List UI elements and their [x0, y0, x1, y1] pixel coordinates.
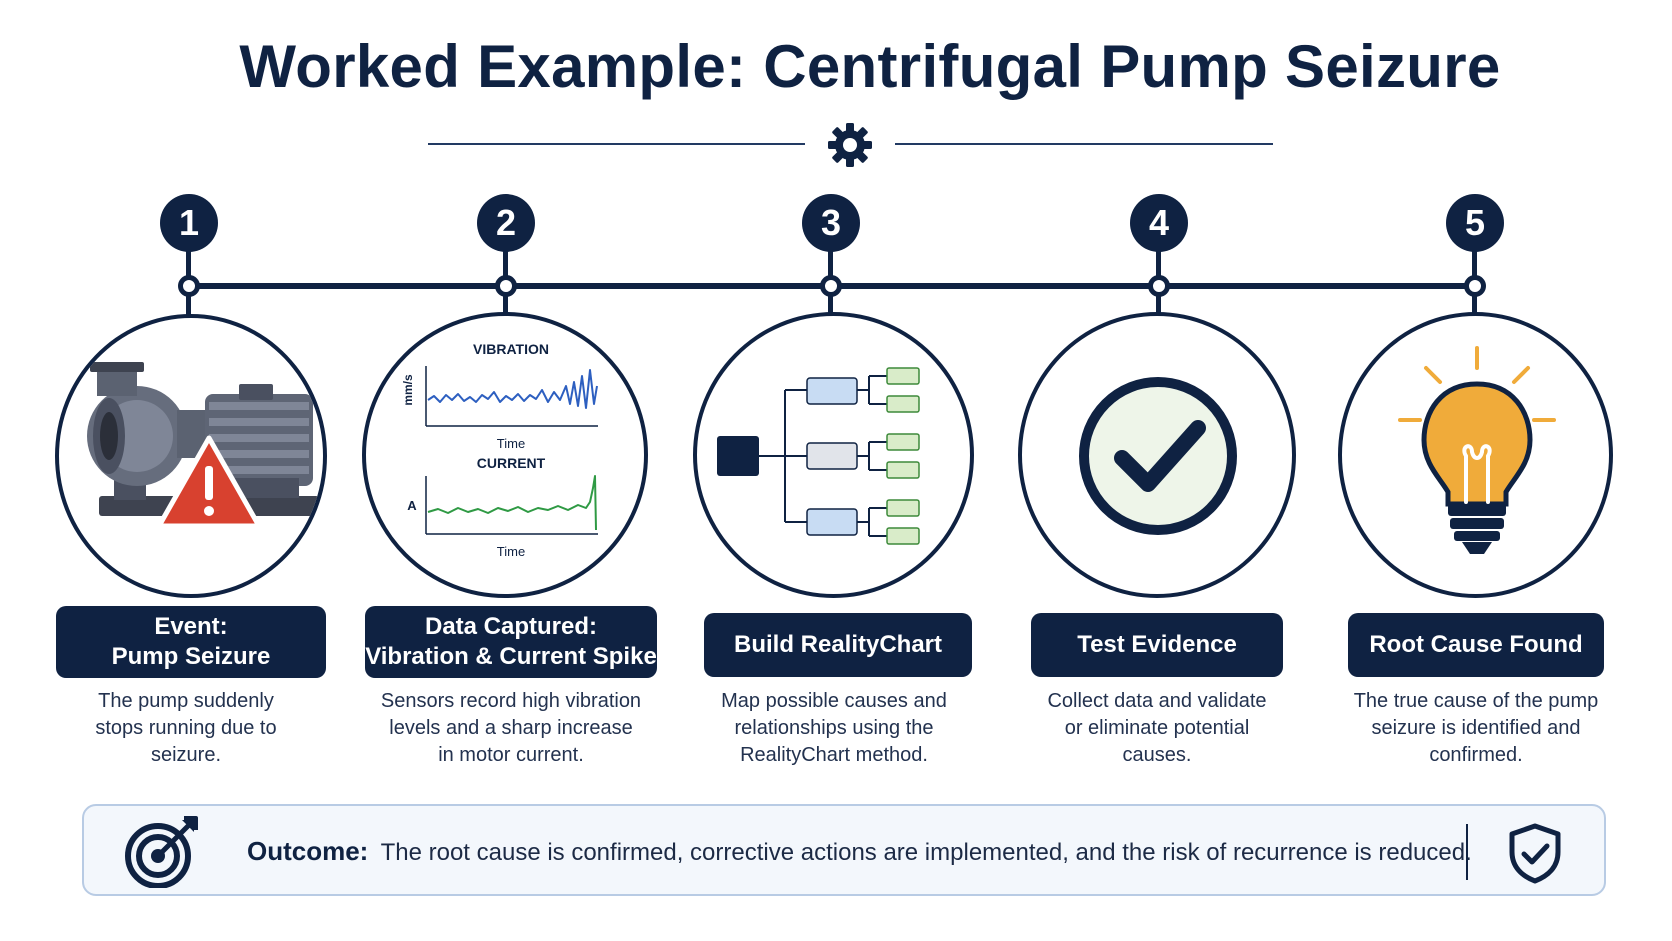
step-4-connector: [1156, 250, 1161, 285]
outcome-banner: Outcome: The root cause is confirmed, co…: [82, 804, 1606, 896]
step-5-description-line: confirmed.: [1429, 744, 1523, 766]
step-1-connector-lower: [186, 296, 191, 316]
current-x-label: Time: [497, 544, 525, 559]
step-1-description-line: The pump suddenly: [98, 690, 274, 712]
step-2-connector-lower: [503, 296, 508, 314]
vibration-unit-label: mm/s: [401, 374, 415, 406]
step-2-badge: 2: [477, 194, 535, 252]
shield-check-icon: [1509, 823, 1561, 884]
step-2-label-line1: Data Captured:: [424, 613, 598, 640]
step-4-node: [1148, 275, 1170, 297]
step-2-label: Data Captured: Vibration & Current Spike: [365, 606, 657, 678]
step-5-connector-lower: [1472, 296, 1477, 314]
step-3-description-line: Map possible causes and: [721, 690, 947, 712]
step-1-description-line: stops running due to: [95, 717, 277, 739]
current-series-line: [427, 475, 597, 531]
step-5-label: Root Cause Found: [1348, 613, 1604, 677]
lightbulb-icon: [1398, 346, 1556, 554]
step-5-description-line: seizure is identified and: [1371, 717, 1581, 739]
step-3-badge: 3: [802, 194, 860, 252]
cause-tree-icon: [717, 367, 920, 545]
page-title: Worked Example: Centrifugal Pump Seizure: [239, 33, 1501, 100]
step-1-label-line1: Event:: [154, 613, 228, 640]
checkmark-icon: [1079, 377, 1237, 535]
step-5-connector: [1472, 250, 1477, 285]
step-2-label-line2: Vibration & Current Spike: [365, 643, 657, 670]
step-4-badge: 4: [1130, 194, 1188, 252]
step-1-description-line: seizure.: [150, 744, 222, 766]
step-3-connector: [828, 250, 833, 285]
tree-root-node: [717, 436, 759, 476]
step-4-description-line: or eliminate potential: [1064, 717, 1250, 739]
step-2-description-line: Sensors record high vibration: [380, 690, 642, 712]
step-3-description-line: RealityChart method.: [740, 744, 928, 766]
step-1-badge: 1: [160, 194, 218, 252]
step-3-label-line1: Build RealityChart: [733, 631, 943, 658]
current-unit-label: A: [407, 498, 417, 513]
step-1-label-line2: Pump Seizure: [111, 643, 271, 670]
step-3-circle: [693, 312, 974, 598]
vibration-series-line: [427, 369, 598, 409]
step-2-description: Sensors record high vibration levels and…: [366, 688, 656, 769]
outcome-label: Outcome:: [247, 836, 369, 866]
step-4-connector-lower: [1156, 296, 1161, 314]
step-1-label: Event: Pump Seizure: [56, 606, 326, 678]
pump-warning-icon: [87, 362, 319, 529]
step-4-description-line: causes.: [1122, 744, 1192, 766]
outcome-description: The root cause is confirmed, corrective …: [380, 839, 1472, 866]
target-icon: [125, 816, 198, 888]
current-chart-title: CURRENT: [477, 455, 546, 471]
step-5-label-line1: Root Cause Found: [1369, 631, 1583, 658]
step-3-connector-lower: [828, 296, 833, 314]
vibration-x-label: Time: [497, 436, 525, 451]
step-3-label: Build RealityChart: [704, 613, 972, 677]
step-5-circle: [1338, 312, 1613, 598]
step-3-description: Map possible causes and relationships us…: [689, 688, 979, 769]
step-4-circle: [1018, 312, 1296, 598]
step-2-description-line: levels and a sharp increase: [389, 717, 633, 739]
outcome-divider: [1466, 824, 1468, 880]
title-divider-left: [428, 143, 805, 145]
step-3-description-line: relationships using the: [734, 717, 934, 739]
step-5-node: [1464, 275, 1486, 297]
step-1-connector: [186, 250, 191, 285]
step-4-label-line1: Test Evidence: [1077, 631, 1237, 658]
title-divider-right: [895, 143, 1273, 145]
sensor-chart-icon: VIBRATION mm/s Time CURRENT A Time: [401, 341, 598, 559]
step-4-description: Collect data and validate or eliminate p…: [1012, 688, 1302, 769]
step-2-description-line: in motor current.: [438, 744, 584, 766]
step-1-circle: [55, 314, 327, 598]
outcome-text: Outcome: The root cause is confirmed, co…: [247, 836, 1472, 867]
step-4-label: Test Evidence: [1031, 613, 1283, 677]
step-4-description-line: Collect data and validate: [1047, 690, 1267, 712]
step-1-description: The pump suddenly stops running due to s…: [41, 688, 331, 769]
step-1-node: [178, 275, 200, 297]
step-2-connector: [503, 250, 508, 285]
step-5-description: The true cause of the pump seizure is id…: [1331, 688, 1621, 769]
gear-icon: [828, 123, 872, 167]
step-5-description-line: The true cause of the pump: [1353, 690, 1599, 712]
step-2-node: [495, 275, 517, 297]
step-2-circle: VIBRATION mm/s Time CURRENT A Time: [362, 312, 648, 598]
step-3-node: [820, 275, 842, 297]
vibration-chart-title: VIBRATION: [473, 341, 549, 357]
step-5-badge: 5: [1446, 194, 1504, 252]
